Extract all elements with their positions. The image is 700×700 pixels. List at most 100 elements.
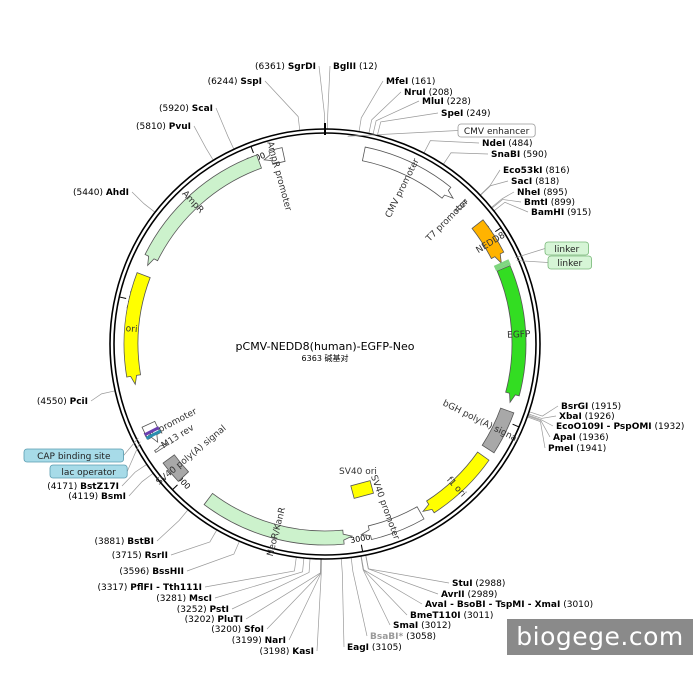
site-name: AvrII	[441, 590, 465, 600]
site-name: PvuI	[169, 122, 191, 132]
site-bsmi: (4119) BsmI	[68, 492, 126, 502]
site-name: MluI	[422, 97, 444, 107]
site-name: PluTI	[217, 615, 243, 625]
site-ahdi: (5440) AhdI	[73, 188, 129, 198]
leader-bstz17i	[121, 463, 147, 487]
box-lac-operator	[49, 464, 128, 479]
leader-psti	[231, 558, 311, 610]
small-marker-0	[493, 259, 510, 269]
site-name: PflFI - Tth111I	[130, 583, 202, 593]
site-pos: (1941)	[573, 444, 606, 454]
site-pos: (899)	[548, 198, 575, 208]
leader-spei	[376, 112, 439, 136]
site-ndei: NdeI (484)	[482, 139, 533, 149]
site-name: AvaI - BsoBI - TspMI - XmaI	[425, 600, 560, 610]
site-rsrii: (3715) RsrII	[112, 551, 168, 561]
site-ecoo109i-pspomi: EcoO109I - PspOMI (1932)	[556, 422, 684, 432]
site-eagi: EagI (3105)	[347, 643, 402, 653]
feature-f1-ori	[422, 451, 490, 514]
tick-mark-1000	[494, 227, 502, 233]
tick-label-3000: 3000	[349, 533, 371, 545]
feature-label-t7-promoter: T7 promoter	[424, 197, 471, 245]
site-name: PmeI	[548, 444, 573, 454]
site-pos: (2988)	[473, 579, 506, 589]
site-avai-bsobi-tspmi-xmai: AvaI - BsoBI - TspMI - XmaI (3010)	[425, 600, 593, 610]
site-bmet110i: BmeT110I (3011)	[410, 611, 493, 621]
feature-t7-promoter	[454, 199, 468, 213]
leader-mlui	[372, 100, 420, 135]
leader-smai	[360, 555, 391, 626]
leader-snabi	[442, 152, 489, 165]
site-pos: (816)	[543, 166, 570, 176]
feature-sv40-promoter	[360, 506, 425, 541]
site-name: MscI	[189, 594, 212, 604]
leader-avai-bsobi-tspmi-xmai	[360, 555, 423, 605]
site-pos: (6244)	[208, 77, 241, 87]
site-name: EagI	[347, 643, 369, 653]
plasmid-size: 6363 碱基对	[302, 353, 349, 363]
leader-apai	[527, 415, 551, 438]
site-name: NdeI	[482, 139, 505, 149]
site-name: BglII	[333, 62, 356, 72]
leader-bstbi	[156, 509, 189, 542]
feature-egfp	[496, 265, 527, 404]
site-name: BstBI	[127, 537, 154, 547]
leader-pcii	[90, 390, 116, 402]
site-name: NruI	[404, 88, 426, 98]
site-name: KasI	[292, 647, 314, 657]
site-name: SgrDI	[288, 62, 316, 72]
site-pos: (4171)	[47, 482, 80, 492]
box-label-cap-binding-site: CAP binding site	[37, 452, 111, 462]
site-name: StuI	[452, 579, 473, 589]
tick-mark-3000	[360, 544, 364, 552]
site-name: PstI	[210, 605, 229, 615]
box-label-linker: linker	[554, 245, 579, 255]
site-bmti: BmtI (899)	[524, 198, 575, 208]
tick-mark-6000	[250, 146, 254, 154]
leader-pmei	[527, 416, 546, 449]
box-label-lac-operator: lac operator	[61, 468, 116, 478]
site-name: RsrII	[145, 551, 168, 561]
box-leader-3	[123, 437, 139, 456]
site-mlui: MluI (228)	[422, 97, 471, 107]
feature-ampr	[144, 154, 262, 267]
box-linker	[544, 241, 589, 256]
box-cap-binding-site	[23, 448, 124, 463]
leader-scai	[215, 107, 235, 150]
site-name: ApaI	[553, 433, 576, 443]
leader-bmti	[491, 199, 522, 209]
box-label-linker: linker	[557, 259, 582, 269]
leader-avrii	[365, 555, 439, 595]
box-linker	[547, 255, 592, 270]
site-name: BsrGI	[561, 402, 588, 412]
leader-bamhi	[493, 201, 529, 213]
site-bstz17i: (4171) BstZ17I	[47, 482, 119, 492]
site-name: ScaI	[192, 104, 213, 114]
site-pflfi-tth111i: (3317) PflFI - Tth111I	[97, 583, 202, 593]
site-pos: (5440)	[73, 188, 106, 198]
site-name: BamHI	[531, 208, 564, 218]
site-pos: (3200)	[211, 625, 244, 635]
leader-stui	[365, 555, 450, 584]
site-pos: (3281)	[156, 594, 189, 604]
site-pos: (12)	[356, 62, 377, 72]
site-avrii: AvrII (2989)	[441, 590, 497, 600]
site-leader-lines	[90, 65, 559, 652]
site-bsabi: BsaBI* (3058)	[370, 632, 436, 642]
site-pos: (5810)	[136, 122, 169, 132]
feature-sv40-ori: SV40 ori	[339, 467, 377, 499]
leader-sgrdi	[318, 65, 325, 130]
site-pos: (3058)	[403, 632, 436, 642]
tick-mark-2000	[512, 423, 520, 428]
box-leader-2	[516, 260, 549, 263]
leader-ndei	[423, 140, 480, 154]
site-name: EcoO109I - PspOMI	[556, 422, 652, 432]
site-pos: (3596)	[119, 567, 152, 577]
feature-m13-rev	[154, 442, 169, 454]
site-bsrgi: BsrGI (1915)	[561, 402, 621, 412]
site-name: Eco53kI	[503, 166, 543, 176]
leader-bglii	[327, 65, 331, 130]
site-pos: (1936)	[576, 433, 609, 443]
